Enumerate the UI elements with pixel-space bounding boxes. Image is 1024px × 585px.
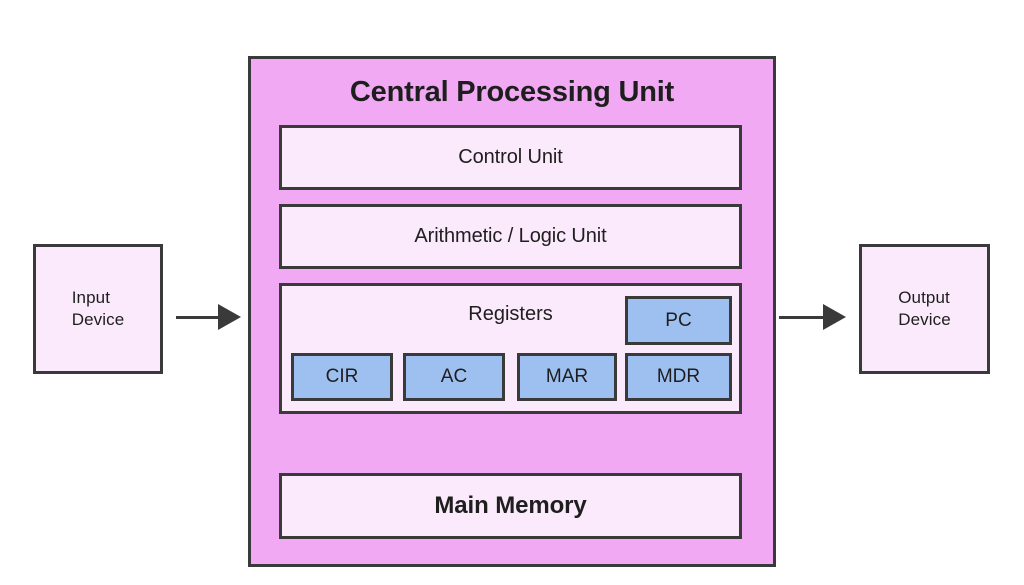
register-mar-box: MAR: [517, 353, 617, 401]
arithmetic-logic-unit-box: Arithmetic / Logic Unit: [279, 204, 742, 269]
control-unit-label: Control Unit: [458, 146, 563, 168]
arithmetic-logic-unit-label: Arithmetic / Logic Unit: [414, 225, 607, 247]
output-device-label: Output Device: [898, 287, 951, 331]
input-arrow-head-icon: [218, 304, 241, 330]
main-memory-label: Main Memory: [434, 492, 587, 519]
control-unit-box: Control Unit: [279, 125, 742, 190]
register-mdr-box: MDR: [625, 353, 732, 401]
input-arrow-shaft: [176, 316, 220, 319]
output-device-label-line2: Device: [898, 310, 951, 329]
cpu-box: Central Processing Unit Control Unit Ari…: [248, 56, 776, 567]
cpu-title: Central Processing Unit: [349, 76, 675, 108]
main-memory-box: Main Memory: [279, 473, 742, 539]
register-ac-box: AC: [403, 353, 505, 401]
output-device-label-line1: Output: [898, 288, 950, 307]
register-cir-box: CIR: [291, 353, 393, 401]
input-device-label-line2: Device: [71, 310, 125, 329]
input-device-box: Input Device: [33, 244, 163, 374]
output-arrow-shaft: [779, 316, 825, 319]
registers-box: Registers PC CIR AC MAR MDR: [279, 283, 742, 414]
output-arrow-head-icon: [823, 304, 846, 330]
output-device-box: Output Device: [859, 244, 990, 374]
input-device-label: Input Device: [72, 287, 125, 331]
register-pc-box: PC: [625, 296, 732, 345]
registers-label: Registers: [468, 303, 553, 325]
input-device-label-line1: Input: [71, 288, 111, 307]
